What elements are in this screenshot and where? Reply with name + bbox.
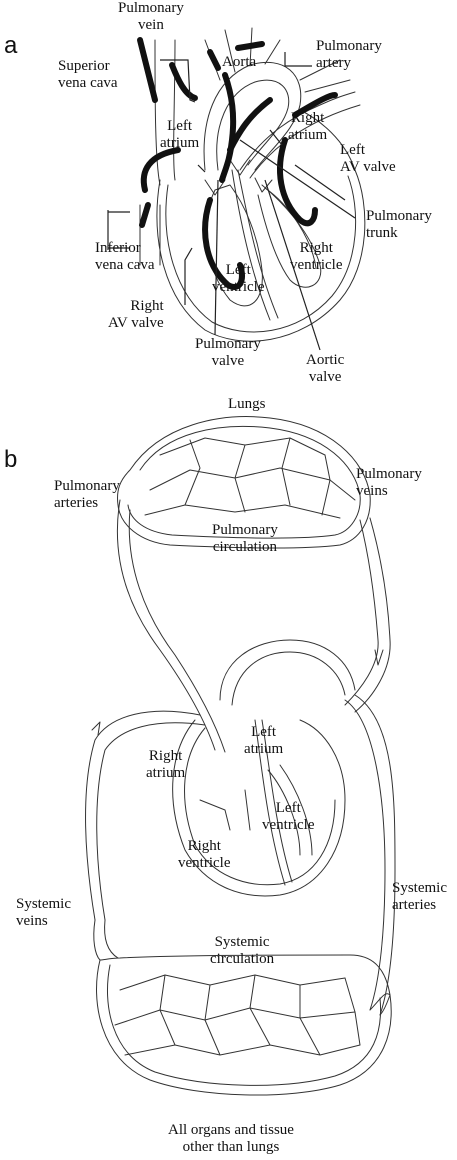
heart-anatomy-diagram [107, 27, 366, 351]
label-pulmonary-veins: Pulmonary veins [356, 466, 422, 499]
label-left-atrium-a: Left atrium [160, 118, 200, 151]
label-systemic-circulation: Systemic circulation [210, 934, 275, 967]
label-systemic-arteries: Systemic arteries [392, 880, 447, 913]
panel-a-letter: a [4, 32, 18, 59]
label-superior-vena-cava: Superior vena cava [58, 58, 118, 91]
label-pulmonary-artery: Pulmonary artery [316, 38, 382, 71]
label-organs: All organs and tissue other than lungs [168, 1122, 294, 1155]
label-pulmonary-arteries: Pulmonary arteries [54, 478, 120, 511]
label-right-ventricle-b: Right ventricle [178, 838, 231, 871]
label-left-ventricle-b: Left ventricle [262, 800, 315, 833]
label-pulmonary-circulation: Pulmonary circulation [212, 522, 278, 555]
label-pulmonary-vein: Pulmonary vein [118, 0, 184, 33]
label-aortic-valve: Aortic valve [306, 352, 345, 385]
panel-b-letter: b [4, 446, 18, 473]
label-systemic-veins: Systemic veins [16, 896, 71, 929]
label-left-atrium-b: Left atrium [244, 724, 284, 757]
label-inferior-vena-cava: Inferior vena cava [95, 240, 155, 273]
label-pulmonary-trunk: Pulmonary trunk [366, 208, 432, 241]
label-left-av-valve: Left AV valve [340, 142, 396, 175]
label-right-atrium-a: Right atrium [288, 110, 328, 143]
label-right-av-valve: Right AV valve [108, 298, 164, 331]
label-pulmonary-valve: Pulmonary valve [195, 336, 261, 369]
label-aorta: Aorta [222, 54, 257, 70]
label-left-ventricle-a: Left ventricle [212, 262, 265, 295]
label-right-atrium-b: Right atrium [146, 748, 186, 781]
label-lungs: Lungs [228, 396, 266, 412]
label-right-ventricle-a: Right ventricle [290, 240, 343, 273]
